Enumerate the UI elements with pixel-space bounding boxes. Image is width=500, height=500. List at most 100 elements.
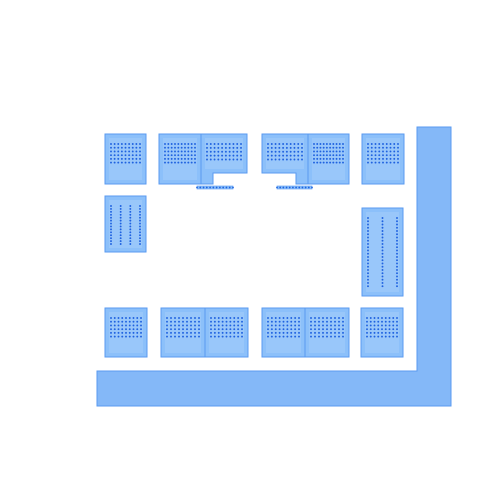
seat-dot <box>131 146 134 149</box>
seat-block-bottom-6[interactable] <box>360 307 404 358</box>
seat-dot <box>373 324 376 327</box>
seat-dot <box>396 320 398 323</box>
seat-dot <box>381 256 384 258</box>
seat-dot <box>297 154 300 157</box>
seat-dot <box>166 317 168 319</box>
seat-dot <box>110 207 112 210</box>
seat-dot <box>381 269 384 271</box>
seat-dot <box>318 328 320 331</box>
seat-dot <box>182 317 184 319</box>
seat-dot <box>385 157 388 160</box>
seat-connector-1[interactable] <box>196 185 234 190</box>
seat-dot <box>294 335 297 338</box>
seat-block-top-3[interactable] <box>200 133 248 185</box>
seat-connector-2[interactable] <box>276 185 313 190</box>
seat-block-top-1[interactable] <box>104 133 147 185</box>
seat-dot <box>132 320 135 323</box>
seat-dot <box>384 317 387 319</box>
seat-dot <box>215 186 218 189</box>
seat-dot <box>370 157 373 160</box>
seat-dot <box>298 335 300 338</box>
seat-dot <box>366 320 368 323</box>
seat-dot <box>139 228 141 231</box>
seat-dot <box>374 157 377 160</box>
seat-dot <box>236 146 239 149</box>
seat-dot <box>314 335 316 338</box>
seat-dot <box>289 158 292 161</box>
seat-dot <box>170 161 173 164</box>
seat-dot <box>237 324 240 327</box>
seat-block-top-2[interactable] <box>158 133 202 185</box>
seat-dot <box>135 146 138 149</box>
seat-dot <box>135 161 138 164</box>
seat-dot <box>187 150 190 153</box>
seat-dot <box>194 143 196 145</box>
seat-dot <box>174 324 176 327</box>
seat-dot <box>178 331 180 334</box>
seat-dot <box>140 335 142 338</box>
seat-dot <box>381 317 383 319</box>
seat-block-bottom-1[interactable] <box>104 307 148 358</box>
seat-dot <box>110 205 112 207</box>
seat-dot <box>374 154 377 157</box>
seat-dot <box>164 157 166 160</box>
seat-dot <box>129 225 132 228</box>
seat-block-top-4[interactable] <box>261 133 309 185</box>
seat-dot <box>313 157 315 160</box>
seat-dot <box>381 217 384 219</box>
seat-dot <box>289 150 292 153</box>
seat-dot <box>209 143 212 145</box>
seat-dot <box>217 335 220 338</box>
seat-dot <box>186 328 188 331</box>
seat-dot <box>232 143 235 145</box>
seat-dot <box>393 157 396 160</box>
seat-dot <box>310 331 312 334</box>
seat-dot <box>174 320 176 323</box>
seat-dot <box>190 143 193 145</box>
seat-block-bottom-2[interactable] <box>160 307 206 358</box>
seat-block-bottom-5[interactable] <box>304 307 350 358</box>
seat-dot <box>117 331 120 334</box>
seat-block-left[interactable] <box>104 195 147 253</box>
seat-dot <box>289 146 292 149</box>
seat-dot <box>396 220 398 223</box>
seat-dot <box>110 150 112 153</box>
seat-block-right[interactable] <box>361 207 404 297</box>
seat-dot <box>124 150 127 153</box>
seat-dot <box>393 154 396 157</box>
seat-dot <box>210 317 212 319</box>
seat-dot <box>342 320 344 323</box>
seat-block-top-6[interactable] <box>361 133 405 185</box>
seat-dot <box>180 157 183 160</box>
seat-dot <box>136 324 139 327</box>
seat-block-bottom-3[interactable] <box>204 307 249 358</box>
seat-dot <box>113 150 116 153</box>
seat-dot <box>131 157 134 160</box>
seat-dot <box>367 285 369 288</box>
seat-dot <box>270 154 273 157</box>
seat-dot <box>295 186 297 189</box>
seat-dot <box>233 328 236 331</box>
seat-dot <box>332 154 335 157</box>
seat-dot <box>132 317 135 319</box>
seat-dot <box>396 282 398 284</box>
seat-dot <box>194 324 196 327</box>
seat-dot <box>274 158 277 161</box>
seat-dot <box>367 239 369 242</box>
seat-dot <box>113 161 116 164</box>
seat-dot <box>164 154 166 157</box>
seat-dot <box>396 272 398 275</box>
seat-dot <box>381 328 383 331</box>
seat-block-top-5[interactable] <box>307 133 350 185</box>
seat-dot <box>170 328 172 331</box>
seat-dot <box>213 317 216 319</box>
seat-dot <box>396 246 398 249</box>
seat-dot <box>367 233 369 236</box>
seat-dot <box>131 150 134 153</box>
seat-block-bottom-4[interactable] <box>261 307 306 358</box>
seat-dot <box>113 143 116 145</box>
seat-dot <box>187 143 190 145</box>
seat-dot <box>392 331 395 334</box>
seat-dot <box>178 328 180 331</box>
